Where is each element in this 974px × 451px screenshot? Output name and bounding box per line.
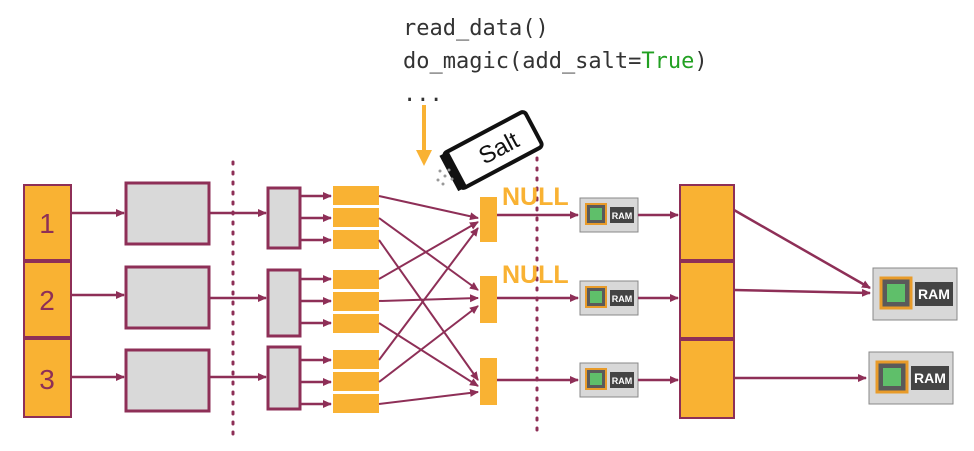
shuffle-arrow (378, 388, 479, 405)
shuffle-arrow (378, 221, 479, 280)
reducer-bar (480, 197, 497, 242)
output-partition (679, 339, 735, 419)
ram-label: RAM (914, 370, 946, 386)
shuffle-arrow (378, 294, 479, 303)
splitter-box (266, 268, 302, 338)
bucket (333, 208, 379, 227)
bucket (333, 230, 379, 249)
ram-label: RAM (612, 376, 633, 386)
null-label-1: NULL (502, 183, 569, 211)
arrow (733, 288, 871, 297)
large-executor-chip-icon: RAM (871, 266, 959, 322)
code-line-2-suffix: ) (694, 49, 708, 74)
bucket (333, 372, 379, 391)
bucket (333, 350, 379, 369)
code-line-2: do_magic(add_salt=True) (403, 45, 708, 78)
executor-chip-icon: RAM (579, 197, 639, 233)
bucket (333, 292, 379, 311)
null-label-2: NULL (502, 261, 569, 289)
code-snippet: read_data() do_magic(add_salt=True)... (403, 12, 708, 111)
ram-label: RAM (918, 286, 950, 302)
shuffle-arrow (378, 227, 479, 361)
arrow (733, 208, 871, 290)
splitter-box (266, 186, 302, 250)
shuffle-arrow (378, 239, 479, 381)
ram-label: RAM (612, 294, 633, 304)
code-line-1: read_data() (403, 16, 549, 41)
code-keyword-true: True (641, 49, 695, 74)
shuffle-arrow (378, 195, 479, 221)
input-label-1: 1 (39, 208, 55, 239)
bucket (333, 394, 379, 413)
shuffle-arrow (378, 322, 479, 387)
input-label-3: 3 (39, 364, 55, 395)
input-label-2: 2 (39, 285, 55, 316)
large-executor-chip-icon: RAM (867, 350, 955, 406)
input-partition-2: 2 (23, 261, 72, 338)
bucket (333, 314, 379, 333)
process-box (124, 348, 211, 413)
executor-chip-icon: RAM (579, 362, 639, 398)
splitter-box (266, 345, 302, 411)
executor-chip-icon: RAM (579, 280, 639, 316)
input-partition-3: 3 (23, 338, 72, 418)
salt-grains-icon (436, 168, 454, 186)
code-line-3: ... (403, 82, 443, 107)
output-partition (679, 261, 735, 339)
ram-label: RAM (612, 211, 633, 221)
output-partition (679, 184, 735, 261)
code-line-2-prefix: do_magic(add_salt= (403, 49, 642, 74)
salt-pointer-head (416, 150, 432, 166)
reducer-bar (480, 276, 497, 323)
process-box (124, 265, 211, 330)
salt-shaker-icon: Salt (439, 110, 544, 192)
process-box (124, 181, 211, 246)
shuffle-arrow (378, 217, 479, 291)
input-partition-1: 1 (23, 184, 72, 261)
shuffle-arrow (378, 305, 479, 383)
bucket (333, 270, 379, 289)
bucket (333, 186, 379, 205)
reducer-bar (480, 358, 497, 405)
